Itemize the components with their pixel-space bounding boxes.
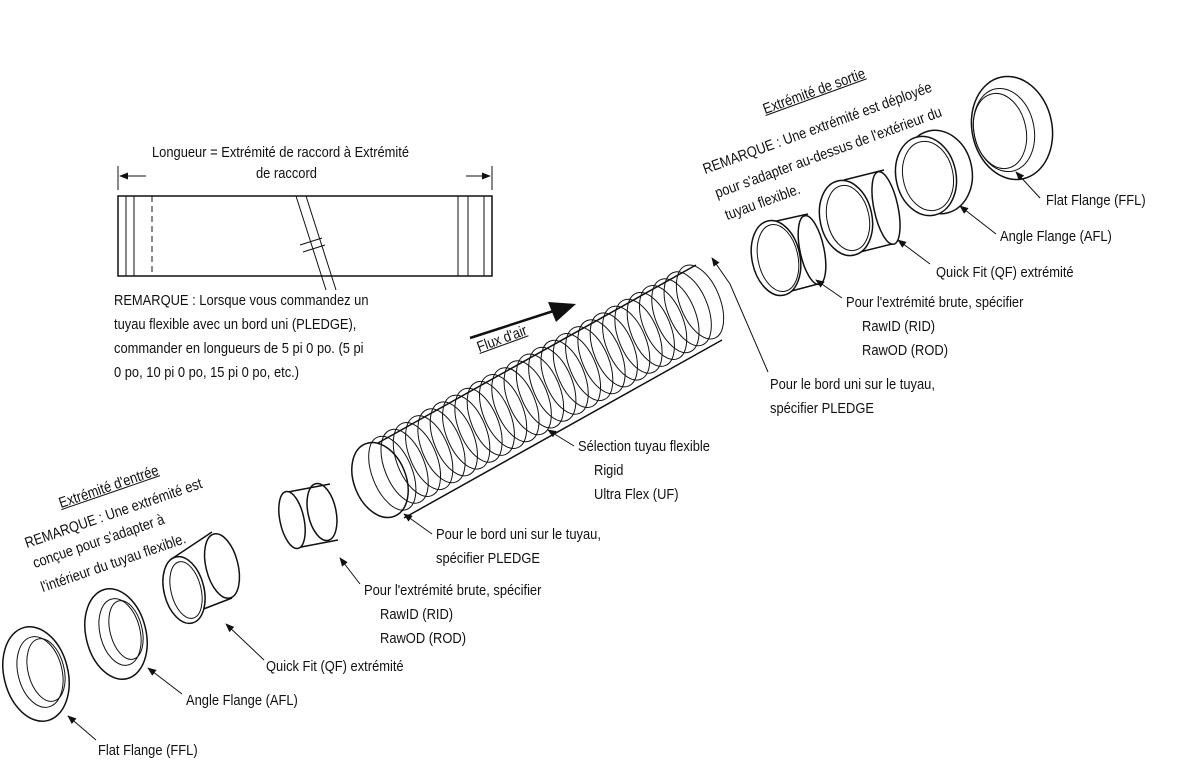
hose-selection-label: Sélection tuyau flexible [578, 438, 710, 455]
pledge-note-line1: REMARQUE : Lorsque vous commandez un [114, 292, 369, 309]
outlet-angle-flange [894, 129, 974, 217]
inlet-raw-label-line3: RawOD (ROD) [380, 630, 466, 647]
inlet-pledge-label-line1: Pour le bord uni sur le tuyau, [436, 526, 601, 543]
inlet-angle-flange [84, 588, 148, 680]
inlet-angle-flange-label: Angle Flange (AFL) [186, 692, 298, 709]
hose-ring [540, 339, 589, 415]
inlet-quick-fit-label: Quick Fit (QF) extrémité [266, 658, 404, 675]
inlet-raw-end [278, 482, 339, 550]
pledge-note-line2: tuyau flexible avec un bord uni (PLEDGE)… [114, 316, 357, 333]
length-label-line2: de raccord [256, 165, 317, 182]
inlet-pledge-label-line2: spécifier PLEDGE [436, 550, 540, 567]
hose-ring [589, 312, 638, 388]
hose-ring [491, 367, 540, 443]
hose-ring [515, 353, 565, 429]
inlet-raw-label-line1: Pour l'extrémité brute, spécifier [364, 582, 542, 599]
hose-ring [638, 285, 688, 360]
hose-ring [405, 415, 454, 491]
length-label-line1: Longueur = Extrémité de raccord à Extrém… [152, 144, 410, 161]
inlet-quick-fit [162, 531, 241, 625]
leader-lines [67, 171, 1041, 741]
length-dimension [117, 166, 493, 190]
outlet-flat-flange [970, 75, 1054, 181]
hose-ring [577, 319, 626, 395]
hose-ring [466, 380, 515, 456]
hose-ring [675, 264, 725, 340]
hose-ring [602, 305, 651, 381]
hose-ring [663, 271, 712, 347]
pledge-note-line3: commander en longueurs de 5 pi 0 po. (5 … [114, 340, 364, 357]
outlet-raw-end [750, 213, 827, 297]
hose-ring [478, 374, 528, 449]
hose-ring [528, 346, 577, 422]
outlet-angle-flange-label: Angle Flange (AFL) [1000, 228, 1112, 245]
outlet-flat-flange-label: Flat Flange (FFL) [1046, 192, 1146, 209]
hose-option-rigid: Rigid [594, 462, 624, 479]
outlet-pledge-label-line2: spécifier PLEDGE [770, 400, 874, 417]
outlet-raw-label-line2: RawID (RID) [862, 318, 936, 335]
hose-ring [454, 387, 503, 463]
outlet-quick-fit-label: Quick Fit (QF) extrémité [936, 264, 1074, 281]
outlet-raw-label-line1: Pour l'extrémité brute, spécifier [846, 294, 1024, 311]
hose-ring [417, 408, 466, 484]
hose-ring [651, 278, 700, 354]
hose-ring [368, 435, 417, 511]
outlet-quick-fit [818, 169, 901, 257]
hose-ring [503, 360, 552, 436]
outlet-pledge-label-line1: Pour le bord uni sur le tuyau, [770, 376, 935, 393]
hose-ring [552, 333, 602, 408]
straight-tube [117, 195, 493, 291]
pledge-note-line4: 0 po, 10 pi 0 po, 15 pi 0 po, etc.) [114, 364, 300, 381]
hose-ring [380, 428, 429, 504]
hose-ring [429, 401, 478, 477]
hose-ring [392, 422, 442, 497]
inlet-flat-flange-label: Flat Flange (FFL) [98, 742, 198, 759]
hose-ring [614, 298, 663, 374]
inlet-raw-label-line2: RawID (RID) [380, 606, 454, 623]
hose-ring [565, 326, 614, 402]
outlet-raw-label-line3: RawOD (ROD) [862, 342, 948, 359]
hose-ring [351, 441, 409, 519]
airflow-arrow [469, 302, 576, 340]
flexible-hose [351, 264, 725, 519]
inlet-flat-flange [2, 626, 70, 722]
hose-ring [626, 291, 675, 367]
hose-ring [442, 394, 491, 470]
hose-option-ultra-flex: Ultra Flex (UF) [594, 486, 679, 503]
